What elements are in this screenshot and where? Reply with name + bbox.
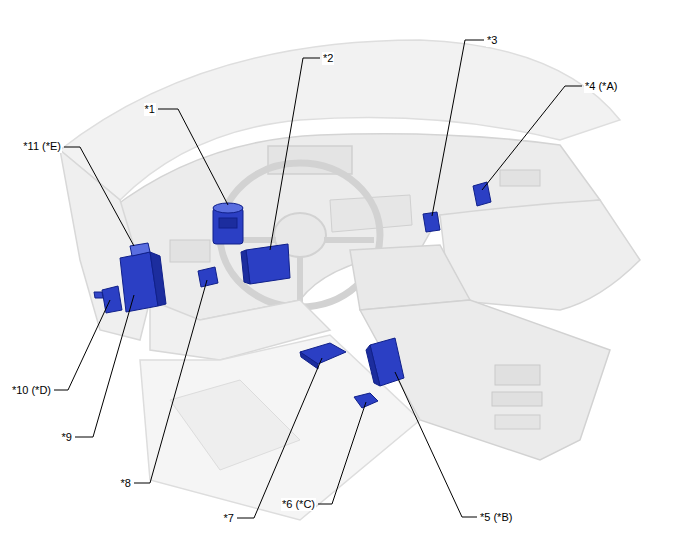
leader-line [318,402,366,504]
leader-line [134,280,207,483]
part-10 [102,286,122,313]
leader-lines [54,40,582,518]
vent [500,170,540,186]
leader-line [270,58,320,250]
callout-number: *1 [144,103,156,116]
rear-vent [495,365,540,385]
leader-line [395,372,477,517]
callout-number: *2 [322,52,334,65]
rear-panel [492,392,542,406]
callout-number: *11 (*E) [22,140,62,153]
leader-line [482,86,582,190]
part-5-side [366,345,380,386]
part-6 [354,393,378,408]
part-2 [246,244,290,284]
callout-number: *10 (*D) [11,384,52,397]
floor [140,335,420,520]
callout-number: *6 (*C) [281,498,316,511]
leader-line [75,295,134,437]
leader-line [54,300,110,390]
leader-line [237,358,322,518]
part-9-side [150,252,166,306]
part-7-side [300,352,318,369]
rear-panel [495,415,540,429]
callout-number: *7 [223,512,235,525]
part-10-tab [94,292,103,298]
callout-number: *4 (*A) [584,80,618,93]
leader-line [64,147,134,246]
callout-number: *5 (*B) [479,511,513,524]
callout-number: *9 [61,431,73,444]
parts [94,182,491,408]
part-1-detail [219,218,237,228]
centre-stack [350,245,470,310]
part-3 [423,212,440,232]
vent [170,240,210,262]
leader-line [432,40,484,216]
part-4 [473,182,491,206]
part-2-side [241,250,250,284]
leader-line [158,109,228,205]
callout-number: *8 [120,477,132,490]
callout-number: *3 [486,34,498,47]
part-8 [198,267,218,287]
passenger-dash [440,200,640,310]
